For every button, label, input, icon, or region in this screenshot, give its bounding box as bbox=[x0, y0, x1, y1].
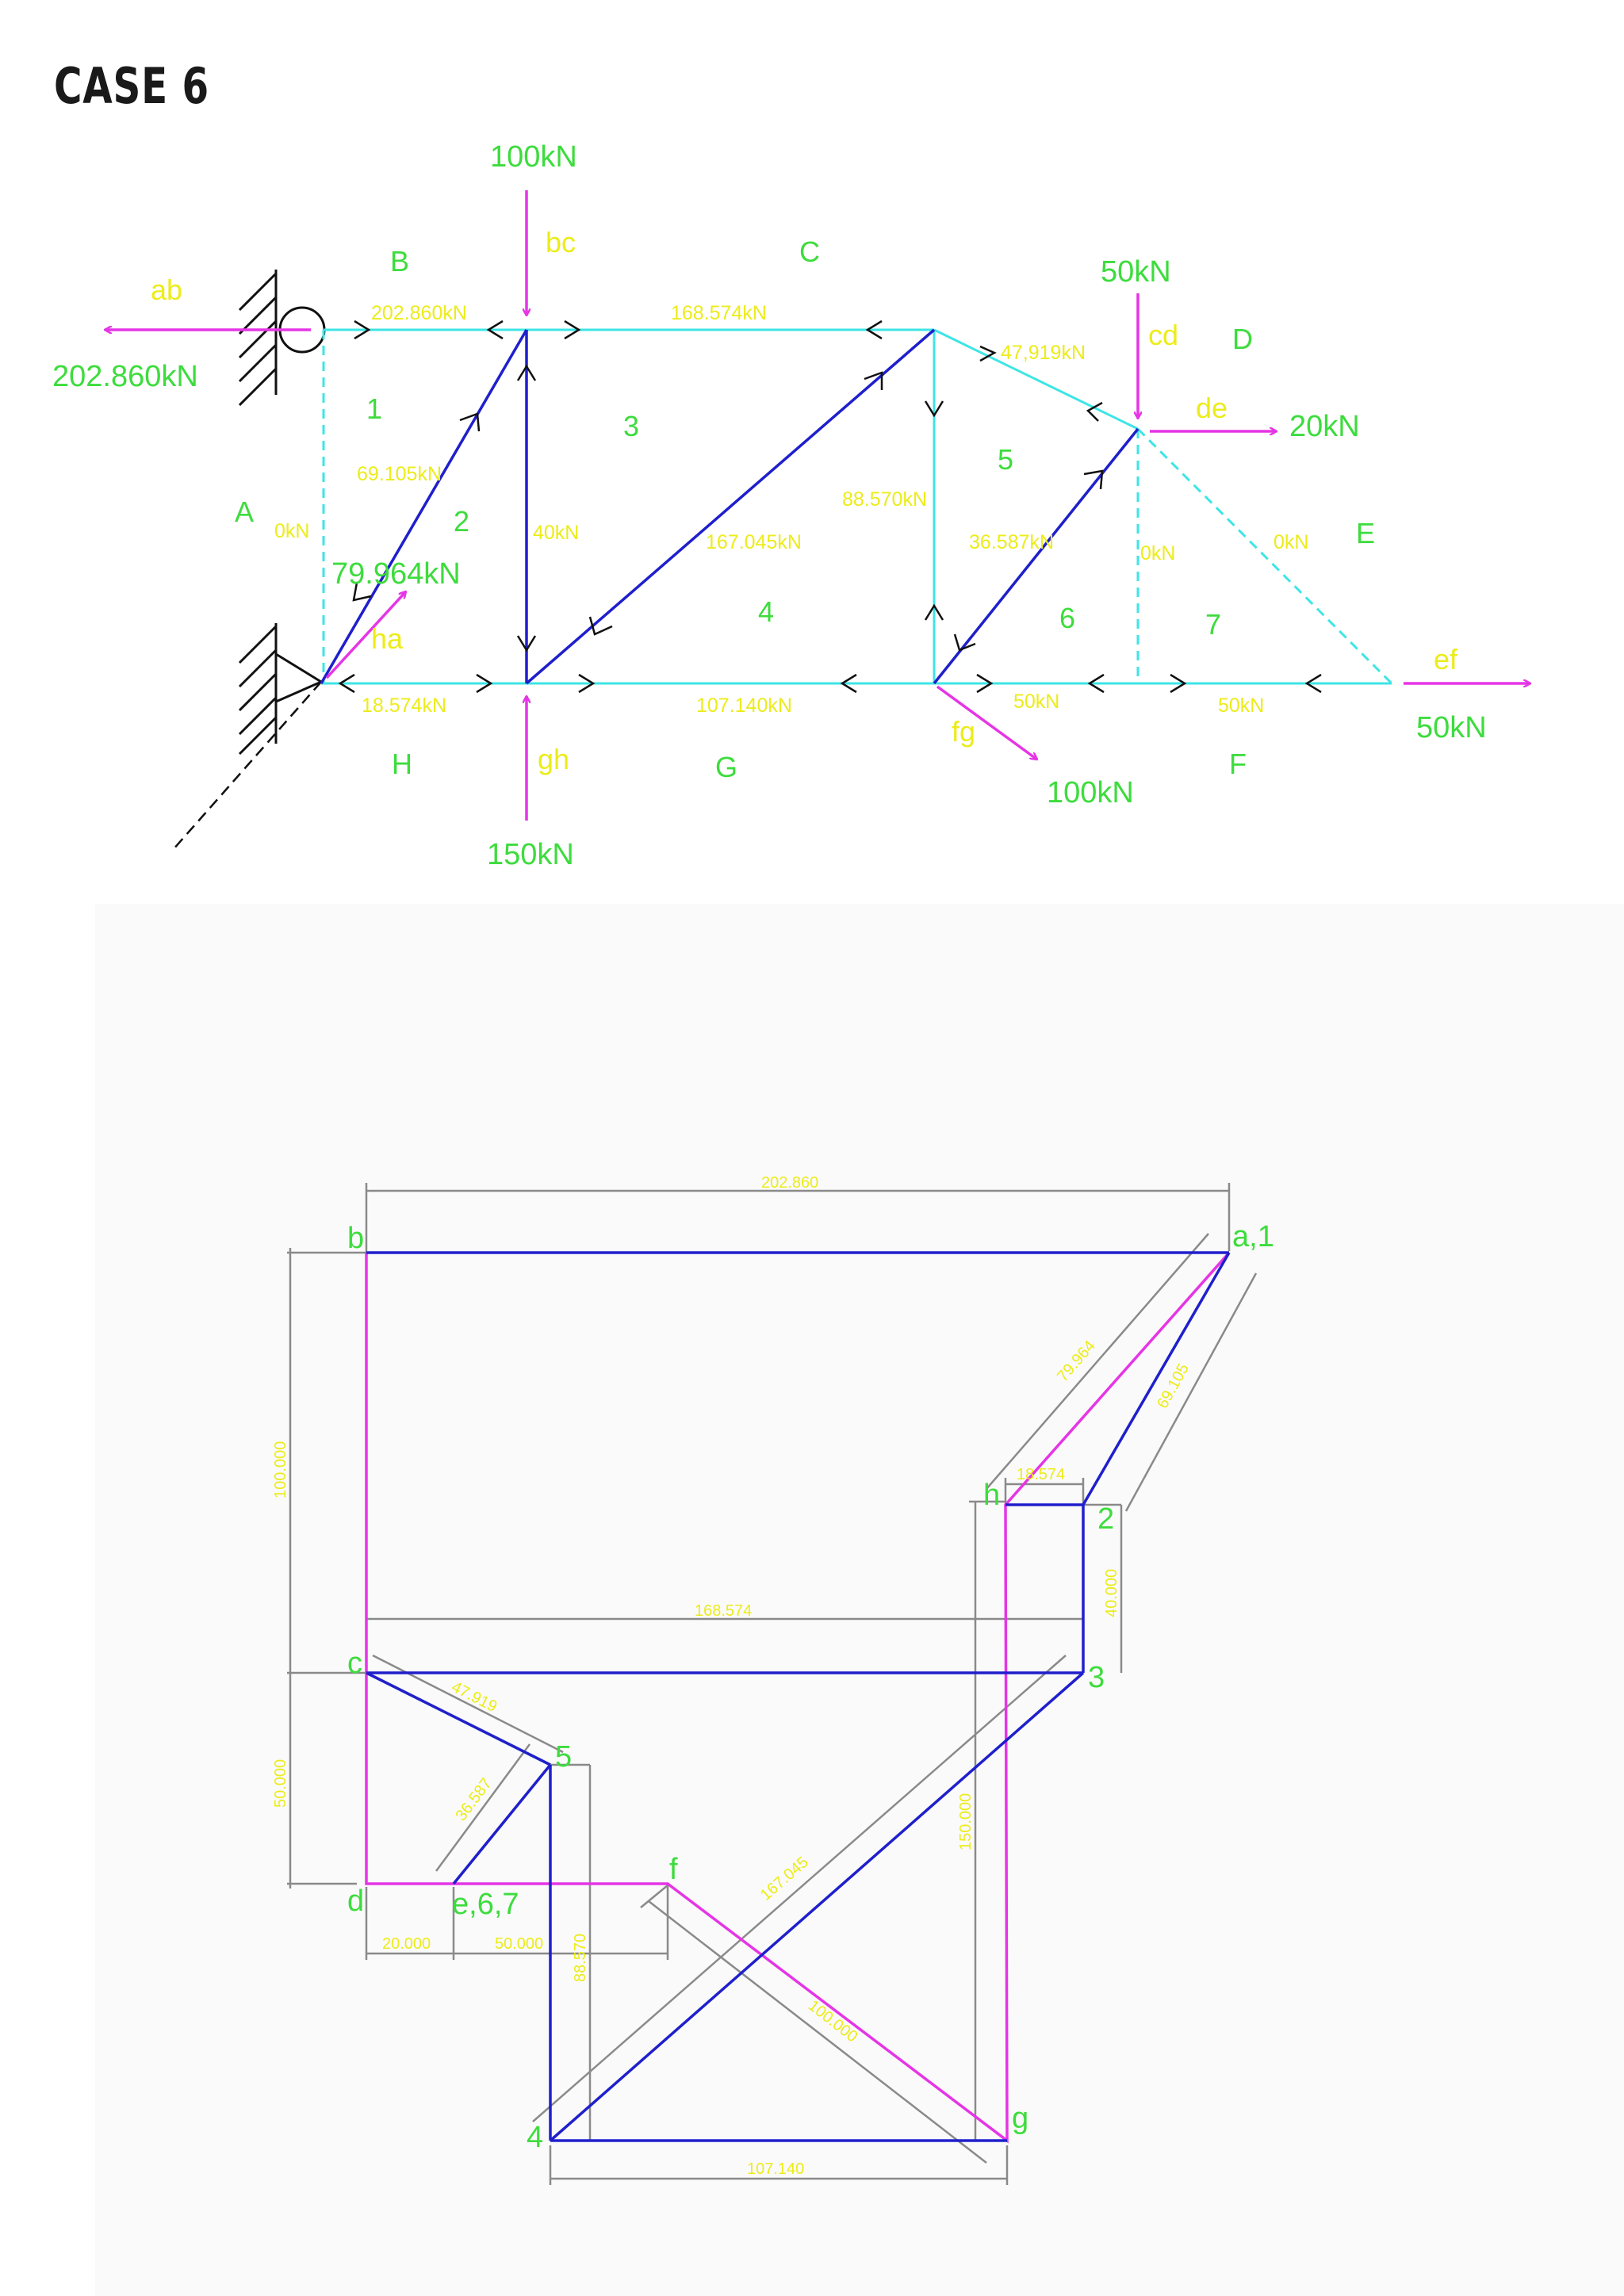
dim-d-167: 167.045 bbox=[757, 1854, 812, 1904]
region-7: 7 bbox=[1205, 608, 1221, 641]
label-cd: cd bbox=[1148, 319, 1178, 351]
force-top-left: 202.860kN bbox=[371, 302, 467, 324]
dim-a-79: 79.964 bbox=[1054, 1337, 1099, 1386]
dim-left-100: 100.000 bbox=[272, 1441, 289, 1498]
label-ab: ab bbox=[151, 274, 182, 306]
load-left-reaction: 202.860kN bbox=[52, 360, 198, 393]
point-b: b bbox=[347, 1222, 364, 1255]
region-E: E bbox=[1356, 517, 1375, 549]
label-de: de bbox=[1196, 392, 1228, 424]
top-support bbox=[238, 270, 326, 407]
force-diag-3: 167.045kN bbox=[706, 531, 802, 553]
force-diag-1: 69.105kN bbox=[357, 463, 442, 485]
load-top: 100kN bbox=[490, 140, 577, 174]
force-line-a-2 bbox=[1082, 1252, 1231, 1506]
load-bottom-diag: 100kN bbox=[1047, 776, 1134, 809]
force-bot-2: 107.140kN bbox=[696, 695, 792, 717]
load-line bbox=[365, 1251, 1231, 2144]
dim-mid: 168.574 bbox=[695, 1602, 752, 1620]
dim-f-100: 100.000 bbox=[805, 1997, 861, 2046]
dim-b-107: 107.140 bbox=[747, 2160, 804, 2178]
label-fg: fg bbox=[952, 715, 975, 748]
dim-d-20: 20.000 bbox=[382, 1935, 431, 1953]
dimension-lines bbox=[287, 1183, 1258, 2185]
force-diagram: a,1 b c d e,6,7 f g h 2 3 4 5 202.860 16… bbox=[272, 1174, 1274, 2185]
region-2: 2 bbox=[454, 505, 469, 538]
label-gh: gh bbox=[538, 743, 569, 775]
load-arrow-fg bbox=[936, 685, 1037, 760]
force-line-3-4 bbox=[549, 1671, 1085, 2142]
force-vert-5: 88.570kN bbox=[842, 488, 927, 511]
force-bot-1: 18.574kN bbox=[362, 695, 446, 717]
dim-a-69: 69.105 bbox=[1154, 1360, 1193, 1411]
dim-v-88: 88.570 bbox=[572, 1934, 589, 1982]
page-title: CASE 6 bbox=[54, 57, 209, 115]
region-H: H bbox=[392, 748, 412, 780]
diagonal-3 bbox=[525, 328, 936, 685]
dim-h-18: 18.574 bbox=[1017, 1466, 1065, 1483]
region-B: B bbox=[390, 245, 409, 277]
force-vert-2: 40kN bbox=[533, 522, 579, 544]
load-support-reaction: 79.964kN bbox=[331, 557, 461, 591]
force-top-slope: 47,919kN bbox=[1001, 342, 1086, 364]
point-2: 2 bbox=[1097, 1502, 1114, 1536]
truss-diagram: 100kN 50kN 20kN 202.860kN 79.964kN 150kN… bbox=[52, 140, 1530, 871]
region-1: 1 bbox=[366, 392, 382, 425]
load-end: 50kN bbox=[1416, 711, 1487, 744]
label-ef: ef bbox=[1434, 643, 1458, 675]
force-line-5-e bbox=[452, 1763, 552, 1885]
load-bottom: 150kN bbox=[487, 838, 574, 871]
point-f: f bbox=[669, 1853, 678, 1886]
bottom-support bbox=[172, 623, 324, 851]
force-vert-7: 0kN bbox=[1140, 542, 1175, 564]
right-slope bbox=[1136, 427, 1393, 685]
load-right: 20kN bbox=[1289, 410, 1360, 443]
region-3: 3 bbox=[623, 410, 639, 442]
load-arrow-ha bbox=[325, 591, 406, 679]
point-5: 5 bbox=[555, 1740, 572, 1774]
force-left-vertical: 0kN bbox=[274, 520, 309, 542]
top-chord-slope bbox=[933, 328, 1139, 430]
point-c: c bbox=[347, 1647, 362, 1680]
dim-d-50: 50.000 bbox=[495, 1935, 543, 1953]
point-4: 4 bbox=[527, 2121, 543, 2154]
dim-c-47: 47.919 bbox=[449, 1678, 500, 1716]
region-4: 4 bbox=[758, 595, 774, 628]
point-3: 3 bbox=[1088, 1661, 1105, 1694]
region-F: F bbox=[1229, 748, 1247, 780]
region-D: D bbox=[1232, 323, 1253, 355]
region-6: 6 bbox=[1059, 602, 1075, 634]
dim-top: 202.860 bbox=[761, 1174, 818, 1192]
region-A: A bbox=[235, 496, 254, 528]
region-C: C bbox=[799, 235, 820, 268]
force-diag-6: 36.587kN bbox=[969, 531, 1054, 553]
diagonal-6 bbox=[933, 427, 1139, 685]
force-top-mid: 168.574kN bbox=[671, 302, 767, 324]
point-h: h bbox=[983, 1479, 1000, 1512]
label-ha: ha bbox=[371, 622, 404, 655]
force-right-slope: 0kN bbox=[1274, 531, 1308, 553]
point-g: g bbox=[1012, 2102, 1028, 2135]
force-bot-4: 50kN bbox=[1218, 695, 1264, 717]
dim-v-40: 40.000 bbox=[1103, 1569, 1120, 1617]
force-line-c-5 bbox=[366, 1671, 551, 1766]
load-node: 50kN bbox=[1101, 255, 1171, 289]
point-e: e,6,7 bbox=[452, 1888, 519, 1921]
label-bc: bc bbox=[546, 226, 576, 258]
region-5: 5 bbox=[998, 443, 1013, 476]
force-bot-3: 50kN bbox=[1013, 691, 1059, 713]
point-d: d bbox=[347, 1885, 364, 1918]
point-a: a,1 bbox=[1232, 1220, 1274, 1253]
diagonal-1 bbox=[320, 329, 528, 684]
dim-v-150: 150.000 bbox=[957, 1793, 975, 1850]
region-G: G bbox=[715, 751, 737, 783]
member-force-chevrons bbox=[338, 320, 1322, 694]
dim-left-50: 50.000 bbox=[272, 1759, 289, 1808]
